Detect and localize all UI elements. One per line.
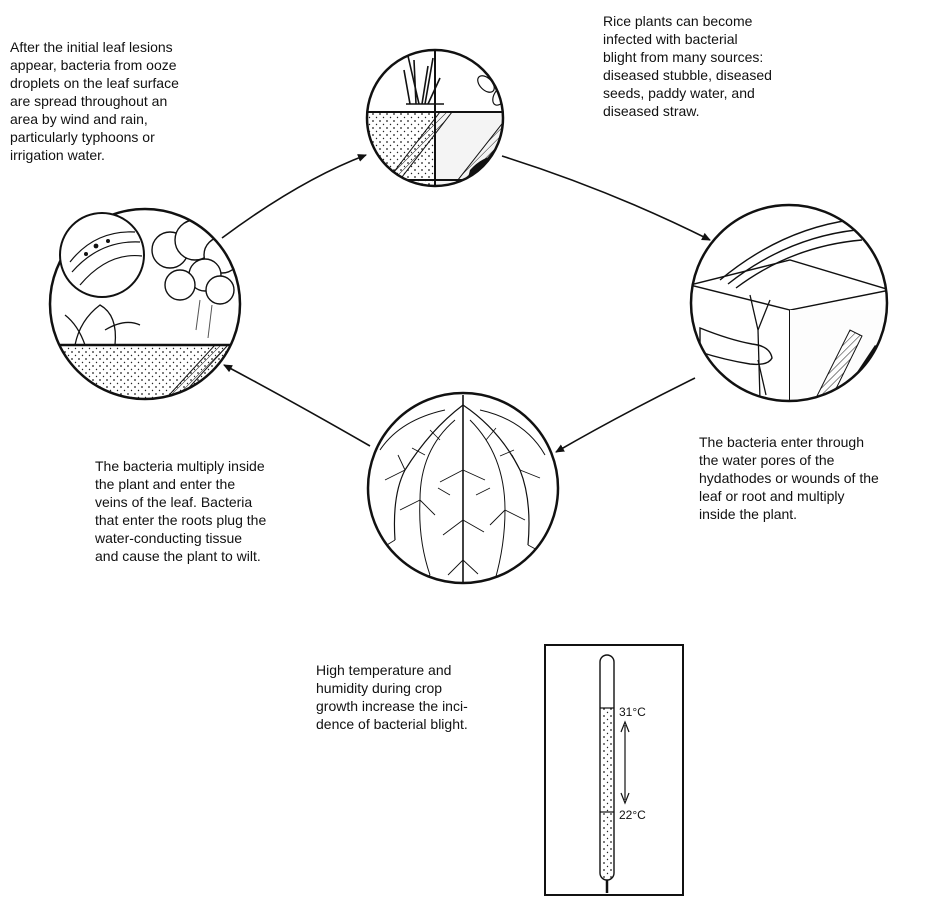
caption-line: The bacteria multiply inside bbox=[95, 457, 266, 475]
caption-line: The bacteria enter through bbox=[699, 433, 879, 451]
caption-line: irrigation water. bbox=[10, 146, 179, 164]
caption-line: that enter the roots plug the bbox=[95, 511, 266, 529]
arrow-right-to-bottom bbox=[556, 378, 695, 452]
caption-line: seeds, paddy water, and bbox=[603, 84, 772, 102]
caption-line: Rice plants can become bbox=[603, 12, 772, 30]
caption-temperature: High temperature and humidity during cro… bbox=[316, 661, 468, 733]
caption-line: infected with bacterial bbox=[603, 30, 772, 48]
caption-line: particularly typhoons or bbox=[10, 128, 179, 146]
caption-line: blight from many sources: bbox=[603, 48, 772, 66]
caption-line: leaf or root and multiply bbox=[699, 487, 879, 505]
caption-line: are spread throughout an bbox=[10, 92, 179, 110]
caption-line: diseased straw. bbox=[603, 102, 772, 120]
caption-line: humidity during crop bbox=[316, 679, 468, 697]
caption-line: and cause the plant to wilt. bbox=[95, 547, 266, 565]
sources-circle-illustration bbox=[367, 50, 515, 190]
caption-line: growth increase the inci- bbox=[316, 697, 468, 715]
thermometer-illustration bbox=[545, 645, 683, 895]
caption-line: inside the plant. bbox=[699, 505, 879, 523]
caption-entry: The bacteria enter through the water por… bbox=[699, 433, 879, 523]
caption-line: water-conducting tissue bbox=[95, 529, 266, 547]
caption-line: appear, bacteria from ooze bbox=[10, 56, 179, 74]
caption-line: After the initial leaf lesions bbox=[10, 38, 179, 56]
spread-circle-illustration bbox=[50, 209, 240, 405]
thermometer-high-label: 31°C bbox=[619, 705, 646, 719]
caption-multiply: The bacteria multiply inside the plant a… bbox=[95, 457, 266, 565]
caption-line: High temperature and bbox=[316, 661, 468, 679]
arrow-left-to-top bbox=[222, 155, 366, 238]
caption-line: dence of bacterial blight. bbox=[316, 715, 468, 733]
arrow-bottom-to-left bbox=[224, 365, 370, 446]
roots-circle-illustration bbox=[368, 393, 558, 590]
caption-sources: Rice plants can become infected with bac… bbox=[603, 12, 772, 120]
thermometer-low-label: 22°C bbox=[619, 808, 646, 822]
entry-circle-illustration bbox=[690, 205, 890, 410]
caption-line: hydathodes or wounds of the bbox=[699, 469, 879, 487]
caption-line: droplets on the leaf surface bbox=[10, 74, 179, 92]
caption-line: the plant and enter the bbox=[95, 475, 266, 493]
caption-line: the water pores of the bbox=[699, 451, 879, 469]
caption-line: veins of the leaf. Bacteria bbox=[95, 493, 266, 511]
caption-spread: After the initial leaf lesions appear, b… bbox=[10, 38, 179, 164]
caption-line: diseased stubble, diseased bbox=[603, 66, 772, 84]
caption-line: area by wind and rain, bbox=[10, 110, 179, 128]
arrow-top-to-right bbox=[502, 156, 710, 240]
